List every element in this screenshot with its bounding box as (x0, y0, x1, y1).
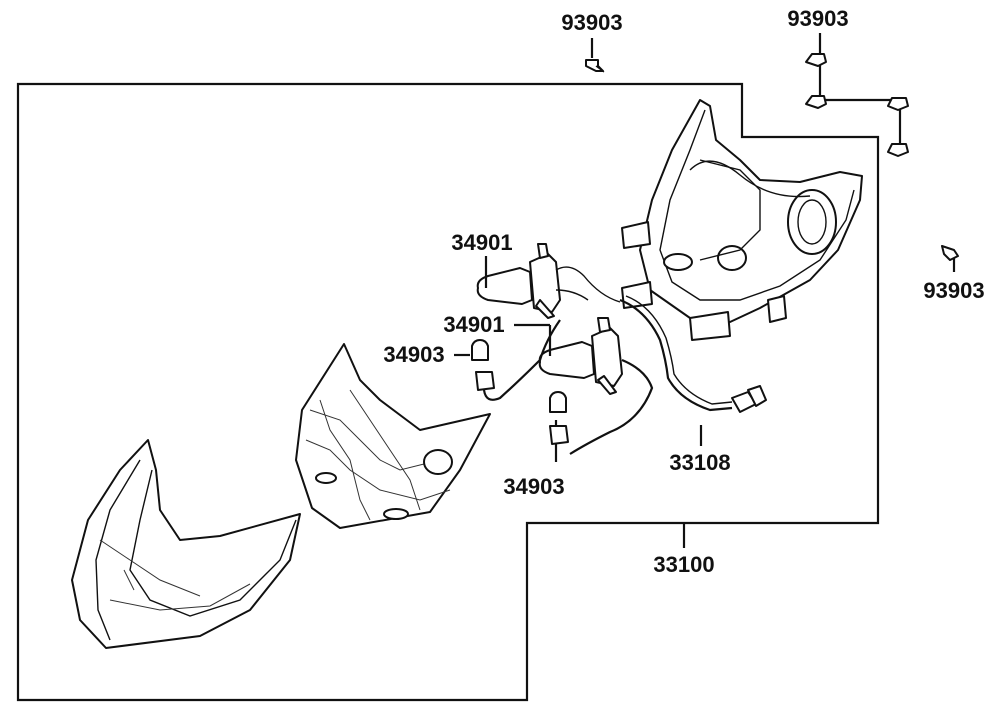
label-93903-top-left: 93903 (561, 10, 622, 35)
label-34901-upper: 34901 (451, 230, 512, 255)
label-33108: 33108 (669, 450, 730, 475)
screw-group-icon (805, 33, 909, 157)
front-lens (71, 439, 301, 649)
wiring-harness (482, 295, 767, 455)
screw-icon (941, 245, 959, 272)
reflector (295, 343, 491, 529)
screw-icon (585, 38, 605, 73)
label-34901-lower: 34901 (443, 312, 504, 337)
label-93903-top-right: 93903 (787, 6, 848, 31)
bulb-34903-left (454, 339, 495, 391)
label-34903-left: 34903 (383, 342, 444, 367)
bulb-34901-lower (538, 317, 623, 395)
bulb-34901-upper (476, 243, 621, 319)
label-34903-center: 34903 (503, 474, 564, 499)
assembly-boundary (16, 82, 880, 702)
bulb-34903-center (549, 391, 569, 462)
label-33100: 33100 (653, 552, 714, 577)
headlight-housing (621, 99, 863, 341)
label-93903-right: 93903 (923, 278, 984, 303)
